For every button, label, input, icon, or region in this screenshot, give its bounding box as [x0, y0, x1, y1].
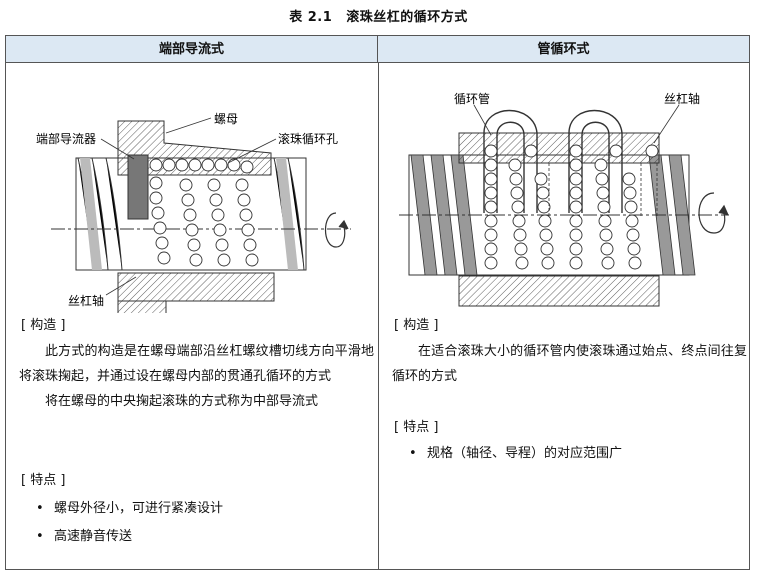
structure-text-left: 此方式的构造是在螺母端部沿丝杠螺纹槽切线方向平滑地将滚珠掬起，并通过设在螺母内部… — [19, 339, 374, 414]
structure-text-right: 在适合滚珠大小的循环管内使滚珠通过始点、终点间往复循环的方式 — [392, 339, 747, 389]
balls — [149, 158, 259, 267]
structure-paragraph-1: 此方式的构造是在螺母端部沿丝杠螺纹槽切线方向平滑地将滚珠掬起，并通过设在螺母内部… — [19, 344, 374, 384]
balls — [484, 144, 659, 270]
structure-heading-left: [ 构造 ] — [21, 318, 66, 333]
feature-item: 规格（轴径、导程）的对应范围广 — [409, 441, 622, 466]
label-deflector: 端部导流器 — [36, 131, 96, 146]
label-return-hole: 滚珠循环孔 — [278, 131, 338, 146]
nut-bottom — [458, 275, 660, 307]
feature-item: 高速静音传送 — [36, 524, 223, 549]
deflector-block — [127, 154, 149, 220]
table-title: 表 2.1 滚珠丝杠的循环方式 — [0, 6, 757, 25]
label-shaft: 丝杠轴 — [68, 293, 104, 308]
feature-item: 螺母外径小，可进行紧凑设计 — [36, 496, 223, 521]
screw-shaft — [75, 157, 307, 271]
label-nut: 螺母 — [214, 112, 238, 126]
comparison-table: 端部导流式 管循环式 — [5, 35, 750, 570]
structure-paragraph-1: 在适合滚珠大小的循环管内使滚珠通过始点、终点间往复循环的方式 — [392, 344, 747, 384]
return-tubes — [483, 109, 623, 213]
header-end-deflector: 端部导流式 — [6, 36, 378, 63]
table-title-text: 滚珠丝杠的循环方式 — [346, 10, 468, 25]
features-heading-left: [ 特点 ] — [21, 473, 66, 488]
rotation-arrow — [698, 192, 729, 234]
features-list-left: 螺母外径小，可进行紧凑设计 高速静音传送 — [36, 496, 223, 552]
label-shaft: 丝杠轴 — [664, 91, 700, 106]
tube-return-diagram: 循环管 丝杠轴 — [399, 91, 729, 307]
end-deflector-diagram: 螺母 端部导流器 滚珠循环孔 丝杠轴 — [36, 112, 351, 313]
label-tube: 循环管 — [454, 91, 490, 106]
structure-paragraph-2: 将在螺母的中央掬起滚珠的方式称为中部导流式 — [45, 394, 319, 409]
features-list-right: 规格（轴径、导程）的对应范围广 — [409, 441, 622, 469]
rotation-arrow — [324, 212, 349, 248]
table-number: 表 2.1 — [289, 10, 333, 25]
column-divider — [378, 63, 379, 569]
structure-heading-right: [ 构造 ] — [394, 318, 439, 333]
features-heading-right: [ 特点 ] — [394, 420, 439, 435]
header-tube-return: 管循环式 — [378, 36, 749, 63]
